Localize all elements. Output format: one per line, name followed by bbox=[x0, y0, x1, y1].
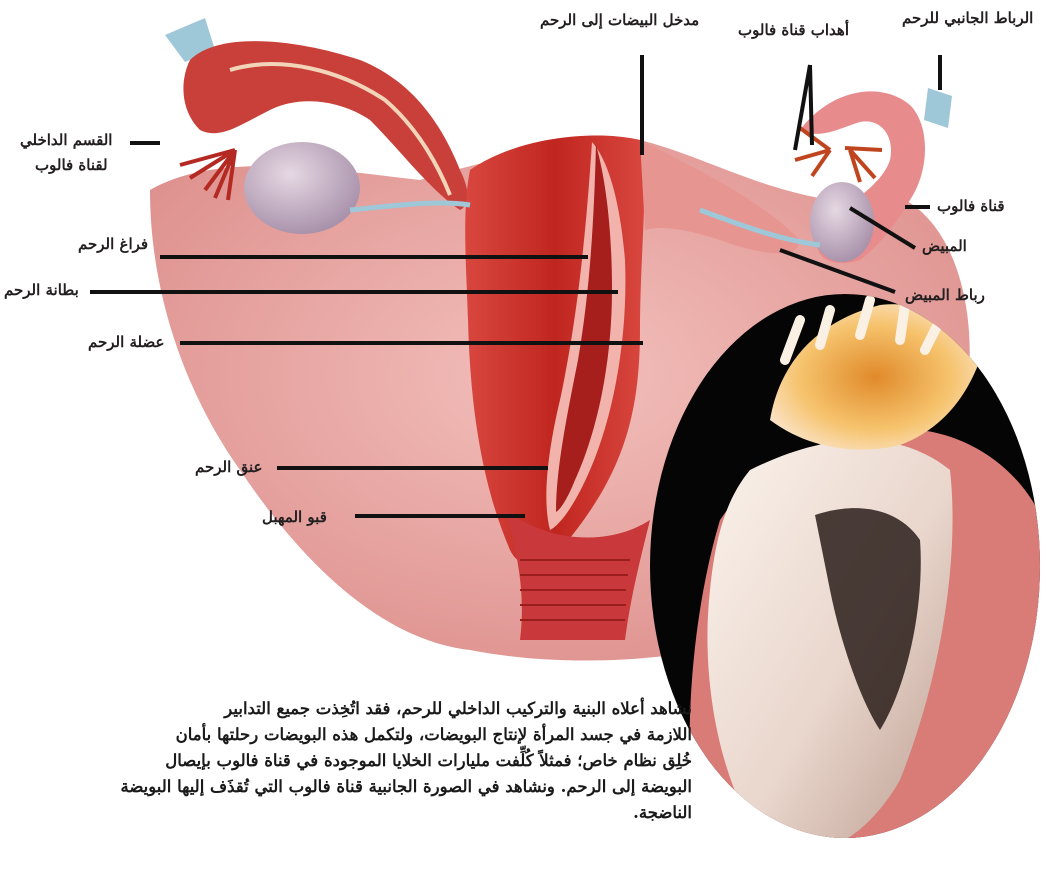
right-fimbriae bbox=[795, 128, 882, 182]
caption-line-3: خُلِق نظام خاص؛ فمثلاً كُلِّفت مليارات ا… bbox=[330, 748, 692, 774]
label-endometrium: بطانة الرحم bbox=[4, 280, 79, 301]
figure-caption: نشاهد أعلاه البنية والتركيب الداخلي للرح… bbox=[330, 696, 692, 826]
leader-fimbriae-a bbox=[795, 65, 810, 150]
caption-line-4: البويضة إلى الرحم. ونشاهد في الصورة الجا… bbox=[330, 774, 692, 800]
right-ligament-end bbox=[924, 88, 952, 128]
leader-fimbriae-b bbox=[810, 65, 812, 145]
label-uterus-entrance: مدخل البيضات إلى الرحم bbox=[540, 10, 699, 31]
caption-line-5: الناضجة. bbox=[330, 800, 692, 826]
label-tube-inner-line2: لقناة فالوب bbox=[35, 155, 108, 176]
label-broad-ligament: الرباط الجانبي للرحم bbox=[902, 8, 1033, 29]
fimbriae-photo-inset bbox=[650, 294, 1056, 860]
label-ovary: المبيض bbox=[922, 236, 967, 257]
label-cervix: عنق الرحم bbox=[195, 457, 262, 478]
label-tube-inner-line1: القسم الداخلي bbox=[20, 130, 112, 151]
caption-line-1: نشاهد أعلاه البنية والتركيب الداخلي للرح… bbox=[330, 696, 692, 722]
right-ovary bbox=[810, 182, 874, 262]
caption-line-2: اللازمة في جسد المرأة لإنتاج البويضات، و… bbox=[330, 722, 692, 748]
label-fallopian-tube: قناة فالوب bbox=[937, 196, 1005, 217]
label-tube-fimbriae: أهداب قناة فالوب bbox=[738, 20, 849, 41]
label-myometrium: عضلة الرحم bbox=[88, 332, 164, 353]
label-uterine-cavity: فراغ الرحم bbox=[78, 234, 148, 255]
left-ovary bbox=[244, 142, 360, 234]
label-ovary-ligament: رباط المبيض bbox=[905, 285, 985, 306]
label-vaginal-vault: قبو المهبل bbox=[262, 507, 327, 528]
